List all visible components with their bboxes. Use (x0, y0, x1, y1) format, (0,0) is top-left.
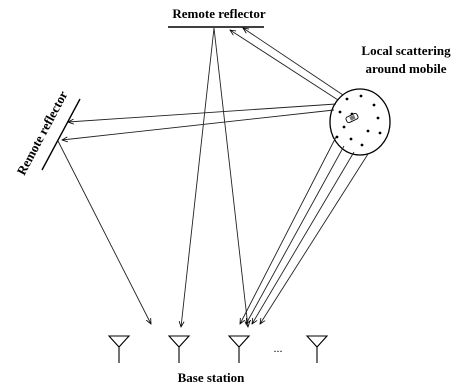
label-around-mobile: around mobile (365, 61, 446, 76)
label-base-station: Base station (178, 370, 246, 385)
antenna-icon (167, 335, 191, 363)
ray-top-reflector-to-bs1 (181, 27, 215, 327)
antenna-icon (227, 335, 251, 363)
label-local-scattering: Local scattering (361, 43, 451, 58)
ray-left-reflector-to-bs0 (57, 140, 151, 324)
ray-mobile-to-top-reflector-1 (243, 28, 344, 96)
scatterer-dots (335, 94, 382, 147)
antenna-icon (305, 335, 329, 363)
label-remote-reflector-top: Remote reflector (172, 6, 265, 21)
ray-local-to-bs-2 (246, 145, 345, 324)
antenna-icon (107, 335, 131, 363)
ray-local-to-bs-1 (240, 136, 337, 324)
ray-top-reflector-to-bs2 (213, 27, 248, 327)
ray-local-to-bs-3 (252, 151, 355, 324)
car-icon (345, 112, 359, 124)
ray-mobile-to-left-reflector-2 (62, 109, 335, 140)
remote-reflector-left (41, 98, 81, 171)
label-ellipsis: ... (274, 341, 283, 355)
ray-local-to-bs-4 (260, 153, 369, 324)
ray-mobile-to-top-reflector-2 (230, 30, 339, 101)
local-scattering-region (329, 88, 391, 156)
ray-mobile-to-left-reflector-1 (68, 103, 337, 122)
